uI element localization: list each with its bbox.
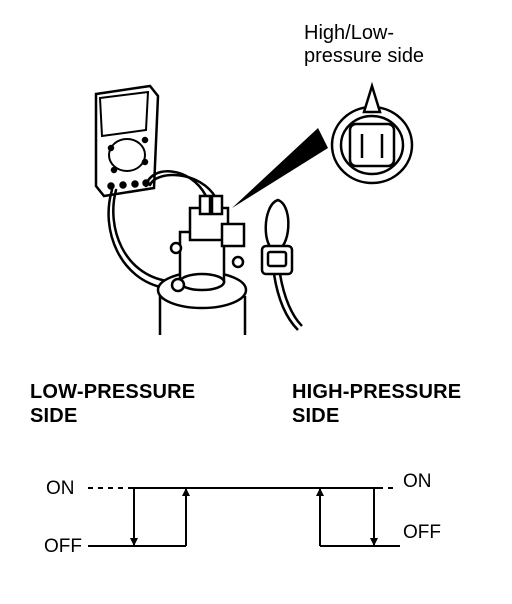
callout-label: High/Low- pressure side [304,22,424,68]
on-label-right: ON [403,471,432,492]
switch-state-graph [88,487,400,547]
on-label-left: ON [46,478,75,499]
callout-line-2: pressure side [304,45,425,67]
off-label-left: OFF [44,536,82,557]
off-label-right: OFF [403,522,441,543]
high-pressure-label-line-1: HIGH-PRESSURE [292,381,462,403]
multimeter-icon [94,84,160,198]
transition-arrows [130,488,378,546]
high-pressure-label-line-2: SIDE [292,405,340,427]
test-leads [107,170,218,290]
low-pressure-label-line-2: SIDE [30,405,78,427]
callout-line-1: High/Low- [304,22,395,44]
low-pressure-label-line-1: LOW-PRESSURE [30,381,196,403]
low-pressure-side-label: LOW-PRESSURE SIDE [30,380,195,428]
receiver-drier-icon [156,194,248,335]
high-pressure-side-label: HIGH-PRESSURE SIDE [292,380,461,428]
harness-connector-icon [260,198,303,331]
callout-leader [232,128,328,208]
pressure-switch-connector-icon [330,81,414,185]
